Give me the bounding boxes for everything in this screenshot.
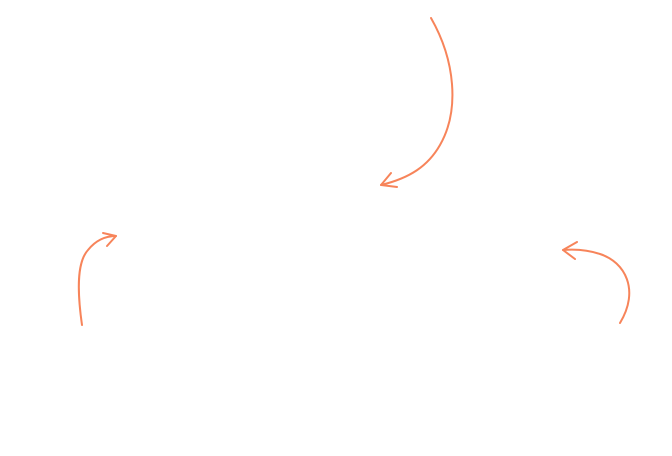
arrow-right-shaft: [562, 248, 631, 324]
arrow-right-head: [562, 241, 578, 260]
arrow-top-center: [380, 17, 454, 188]
arrow-right: [562, 241, 631, 324]
arrow-left: [77, 232, 117, 326]
arrow-left-head: [102, 232, 117, 247]
arrow-top-center-shaft: [380, 17, 454, 186]
arrow-top-center-head: [380, 172, 398, 188]
arrow-left-shaft: [77, 235, 117, 326]
